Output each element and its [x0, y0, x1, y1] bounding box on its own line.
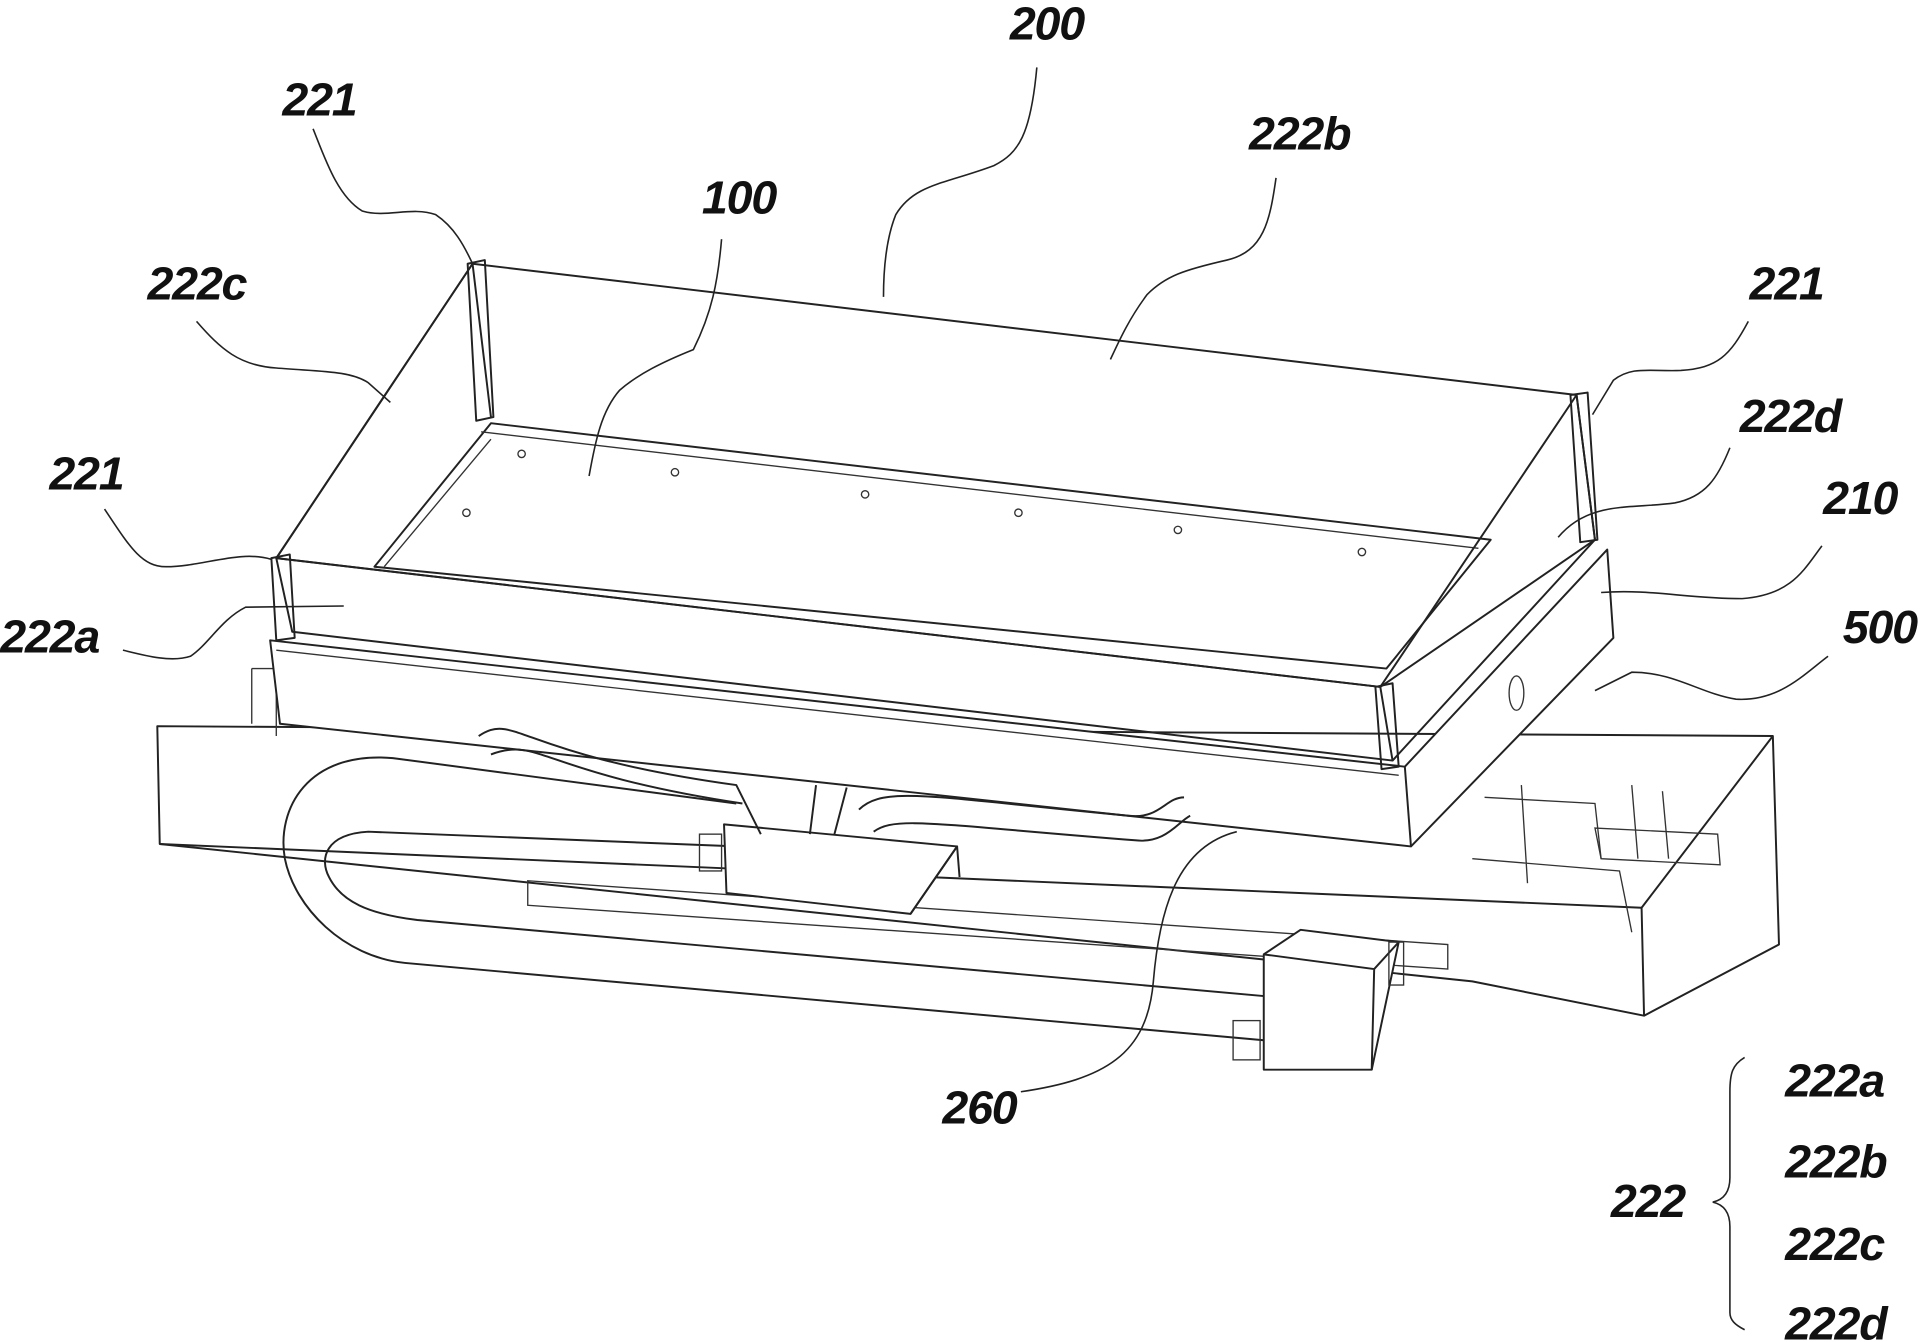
label-221-right: 221: [1749, 257, 1824, 309]
label-221-top-left: 221: [281, 73, 356, 125]
group-legend-222: 222 222a 222b 222c 222d: [1610, 1055, 1891, 1342]
label-260: 260: [941, 1082, 1017, 1134]
legend-item: 222d: [1784, 1298, 1889, 1342]
label-200: 200: [1009, 0, 1085, 49]
cable-chain-260: [282, 756, 1405, 1071]
label-222a: 222a: [0, 611, 99, 663]
frame-210: [269, 548, 1615, 848]
reference-labels: 200 221 222b 100 222c 221 222d 221 210 2…: [0, 0, 1919, 1134]
brace: [1712, 1056, 1746, 1331]
hoses: [478, 727, 1191, 842]
label-500: 500: [1843, 601, 1918, 653]
legend-group-label: 222: [1610, 1175, 1686, 1227]
label-210: 210: [1822, 472, 1898, 524]
legend-item: 222b: [1784, 1136, 1887, 1188]
label-222d: 222d: [1739, 390, 1844, 442]
leader-lines: [103, 67, 1829, 1093]
label-221-left: 221: [48, 447, 123, 499]
enclosure-200: [270, 259, 1599, 771]
label-100: 100: [702, 171, 777, 223]
label-222b: 222b: [1248, 108, 1351, 160]
legend-item: 222a: [1784, 1055, 1884, 1107]
label-222c: 222c: [146, 257, 247, 309]
legend-item: 222c: [1784, 1218, 1885, 1270]
